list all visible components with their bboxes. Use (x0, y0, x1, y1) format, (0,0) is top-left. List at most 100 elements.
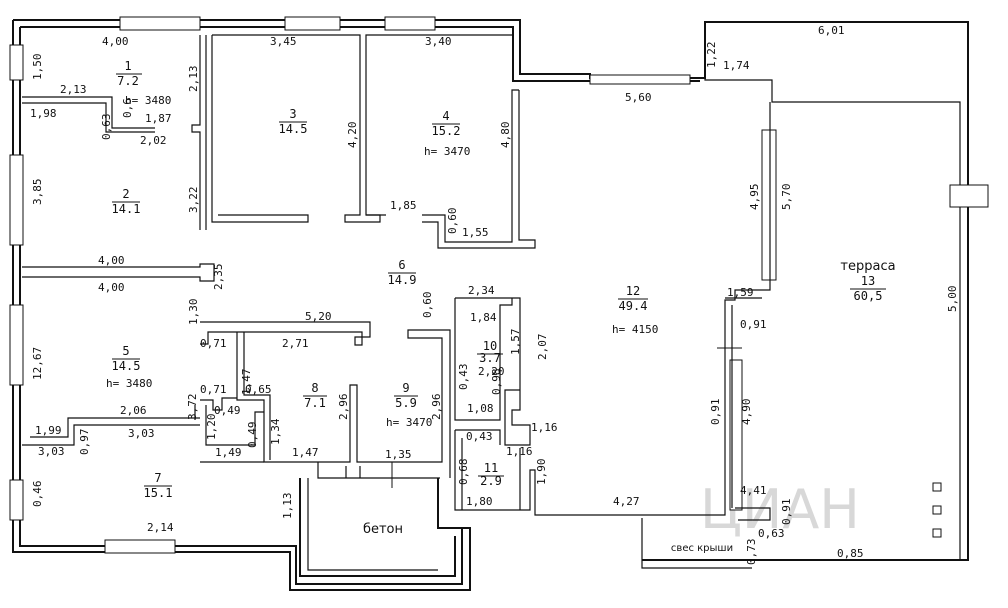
room-1-label: 1 7.2 h= 3480 (116, 59, 171, 107)
dim-label: 3,03 (38, 445, 65, 458)
dim-label: 5,00 (946, 286, 959, 313)
room-number: 11 (484, 461, 498, 475)
dim-label: 1,80 (466, 495, 493, 508)
room-height: h= 4150 (612, 323, 658, 336)
dim-label: 1,30 (187, 299, 200, 326)
room-area: 49.4 (619, 299, 648, 313)
dim-label: 0,49 (246, 422, 259, 449)
dim-label: 1,49 (215, 446, 242, 459)
dim-label: 1,22 (705, 42, 718, 69)
watermark-text: ЦИАН (700, 478, 860, 541)
dimension-labels: 4,00 2,13 1,98 1,87 2,02 3,45 3,40 1,85 … (30, 24, 864, 560)
dim-label: 0,63 (758, 527, 785, 540)
room-7-label: 7 15.1 (144, 471, 173, 500)
room-number: 5 (122, 344, 129, 358)
dim-label: 4,00 (98, 281, 125, 294)
dim-label: 0,68 (457, 459, 470, 486)
dim-label: 1,34 (269, 418, 282, 445)
dim-label: 1,13 (281, 493, 294, 520)
room-10-label: 10 3.7 (477, 339, 503, 365)
dim-label: 4,00 (98, 254, 125, 267)
dim-label: 4,41 (740, 484, 767, 497)
room-height: h= 3470 (386, 416, 432, 429)
room-height: h= 3470 (424, 145, 470, 158)
dim-label: 0,63 (100, 114, 113, 141)
room-3-label: 3 14.5 (279, 107, 308, 136)
dim-label: 3,03 (128, 427, 155, 440)
room-number: 10 (483, 339, 497, 353)
room-11-label: 11 2.9 (478, 461, 504, 488)
room-height: h= 3480 (106, 377, 152, 390)
dim-label: 2,13 (187, 66, 200, 93)
windows (9, 16, 989, 554)
room-9-label: 9 5.9 h= 3470 (386, 381, 432, 429)
dim-label: 0,91 (709, 399, 722, 426)
room-number: 12 (626, 284, 640, 298)
room-13-label: терраса 13 60,5 (840, 259, 895, 303)
dim-label: 3,45 (270, 35, 297, 48)
dim-label: 0,43 (457, 364, 470, 391)
dim-label: 0,91 (780, 499, 793, 526)
dimension-labels-vertical: 1,50 0,63 0,6 2,13 4,20 3,22 4,80 0,60 1… (31, 42, 959, 566)
outer-walls (12, 19, 969, 591)
dim-label: 1,50 (31, 54, 44, 81)
dim-label: 1,85 (390, 199, 417, 212)
roof-overhang-label: свес крыши (671, 543, 733, 554)
dim-label: 1,90 (535, 459, 548, 486)
dim-label: 0,65 (245, 383, 272, 396)
room-labels: 1 7.2 h= 3480 2 14.1 3 14.5 4 15.2 h= 34… (106, 59, 896, 554)
dim-label: 2,13 (60, 83, 87, 96)
dim-label: 0,91 (740, 318, 767, 331)
dim-label: 5,60 (625, 91, 652, 104)
interior-walls (22, 34, 771, 521)
room-area: 60,5 (854, 289, 883, 303)
dim-label: 1,47 (292, 446, 319, 459)
room-area: 14.9 (388, 273, 417, 287)
room-area: 5.9 (395, 396, 417, 410)
dim-label: 2,96 (337, 394, 350, 421)
dim-label: 4,80 (499, 122, 512, 149)
room-12-label: 12 49.4 h= 4150 (612, 284, 658, 336)
dim-label: 0,73 (745, 539, 758, 566)
dim-label: 4,20 (346, 122, 359, 149)
room-area: 15.2 (432, 124, 461, 138)
dim-label: 3,40 (425, 35, 452, 48)
dim-label: 5,70 (780, 184, 793, 211)
dim-label: 2,34 (468, 284, 495, 297)
room-area: 2.9 (480, 474, 502, 488)
room-area: 3.7 (479, 351, 501, 365)
dim-label: 1,57 (509, 329, 522, 356)
dim-label: 1,20 (205, 414, 218, 441)
room-2-label: 2 14.1 (112, 187, 141, 216)
room-height: h= 3480 (125, 94, 171, 107)
room-8-label: 8 7.1 (303, 381, 327, 410)
room-6-label: 6 14.9 (388, 258, 417, 287)
dim-label: 1,99 (35, 424, 62, 437)
dim-label: 1,55 (462, 226, 489, 239)
room-5-label: 5 14.5 h= 3480 (106, 344, 152, 390)
room-area: 14.5 (112, 359, 141, 373)
dim-label: 1,35 (385, 448, 412, 461)
dim-label: 12,67 (31, 347, 44, 380)
dim-label: 0,6 (121, 98, 134, 118)
room-number: 3 (289, 107, 296, 121)
dim-label: 1,98 (30, 107, 57, 120)
dim-label: 0,98 (490, 369, 503, 396)
terrace-title: терраса (840, 259, 895, 274)
room-number: 13 (861, 274, 875, 288)
dim-label: 4,00 (102, 35, 129, 48)
dim-label: 0,60 (421, 292, 434, 319)
dim-label: 2,07 (536, 334, 549, 361)
dim-label: 5,20 (305, 310, 332, 323)
dim-label: 2,14 (147, 521, 174, 534)
dim-label: 0,71 (200, 337, 227, 350)
dim-label: 0,49 (214, 404, 241, 417)
room-area: 14.5 (279, 122, 308, 136)
dim-label: 0,60 (446, 208, 459, 235)
dim-label: 2,35 (212, 264, 225, 291)
room-number: 8 (311, 381, 318, 395)
dim-label: 1,84 (470, 311, 497, 324)
room-number: 1 (124, 59, 131, 73)
dim-label: 4,27 (613, 495, 640, 508)
